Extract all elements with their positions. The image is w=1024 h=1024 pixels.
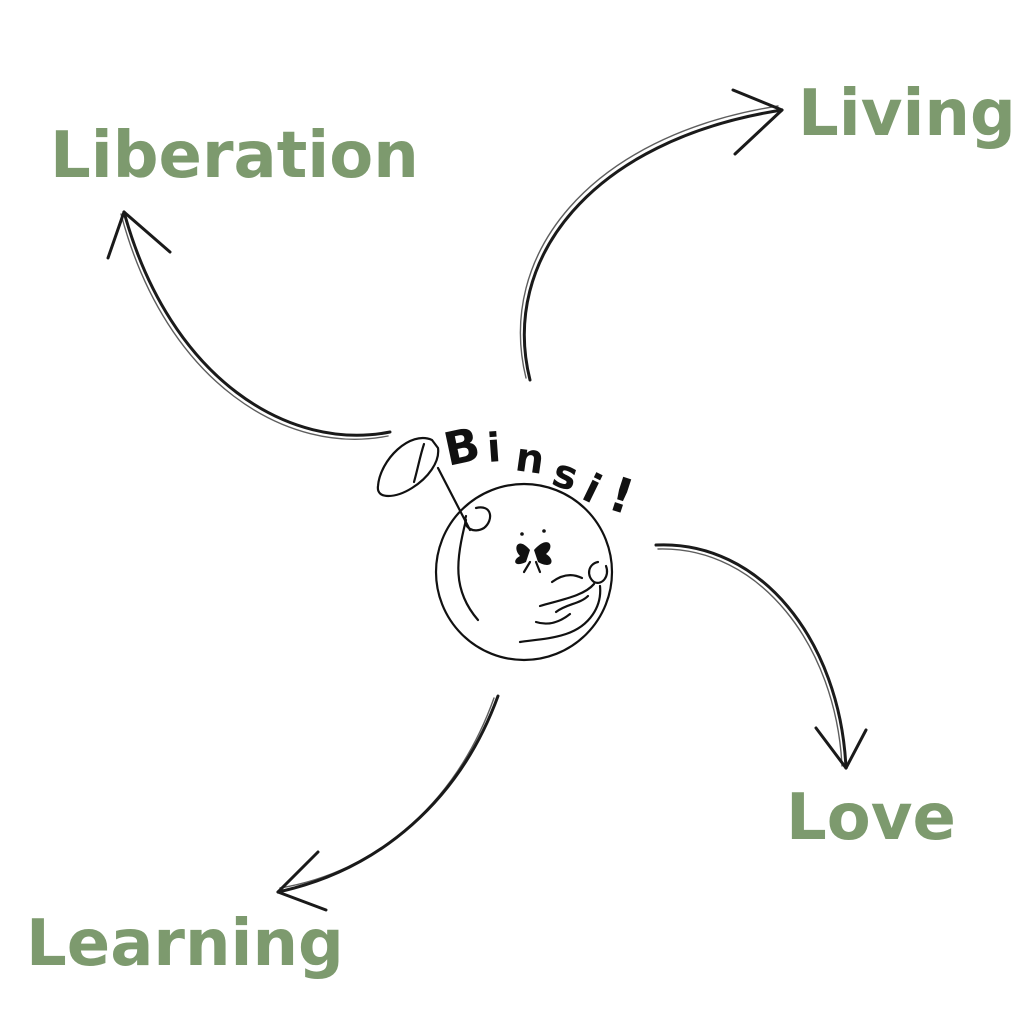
butterfly-net-icon [376, 437, 492, 622]
logo-letter: i [485, 425, 502, 472]
arrow-to-living [519, 88, 784, 382]
person-figure-icon [518, 560, 609, 644]
logo-letter: i [576, 466, 608, 513]
label-living: Living [798, 77, 1016, 151]
label-love: Love [786, 781, 956, 855]
label-liberation: Liberation [50, 119, 419, 193]
arrow-to-liberation [106, 210, 392, 440]
arrow-to-learning [276, 694, 500, 912]
logo-letter: n [513, 434, 548, 484]
label-learning: Learning [26, 907, 344, 981]
butterfly-icon [515, 529, 552, 574]
globe-circle-icon [434, 482, 614, 662]
arrow-to-love [654, 543, 868, 770]
binsi-wordmark: B i n s i ! [439, 417, 640, 527]
logo-letter: B [439, 417, 485, 477]
logo-letter: ! [602, 466, 640, 526]
logo-letter: s [547, 450, 584, 501]
